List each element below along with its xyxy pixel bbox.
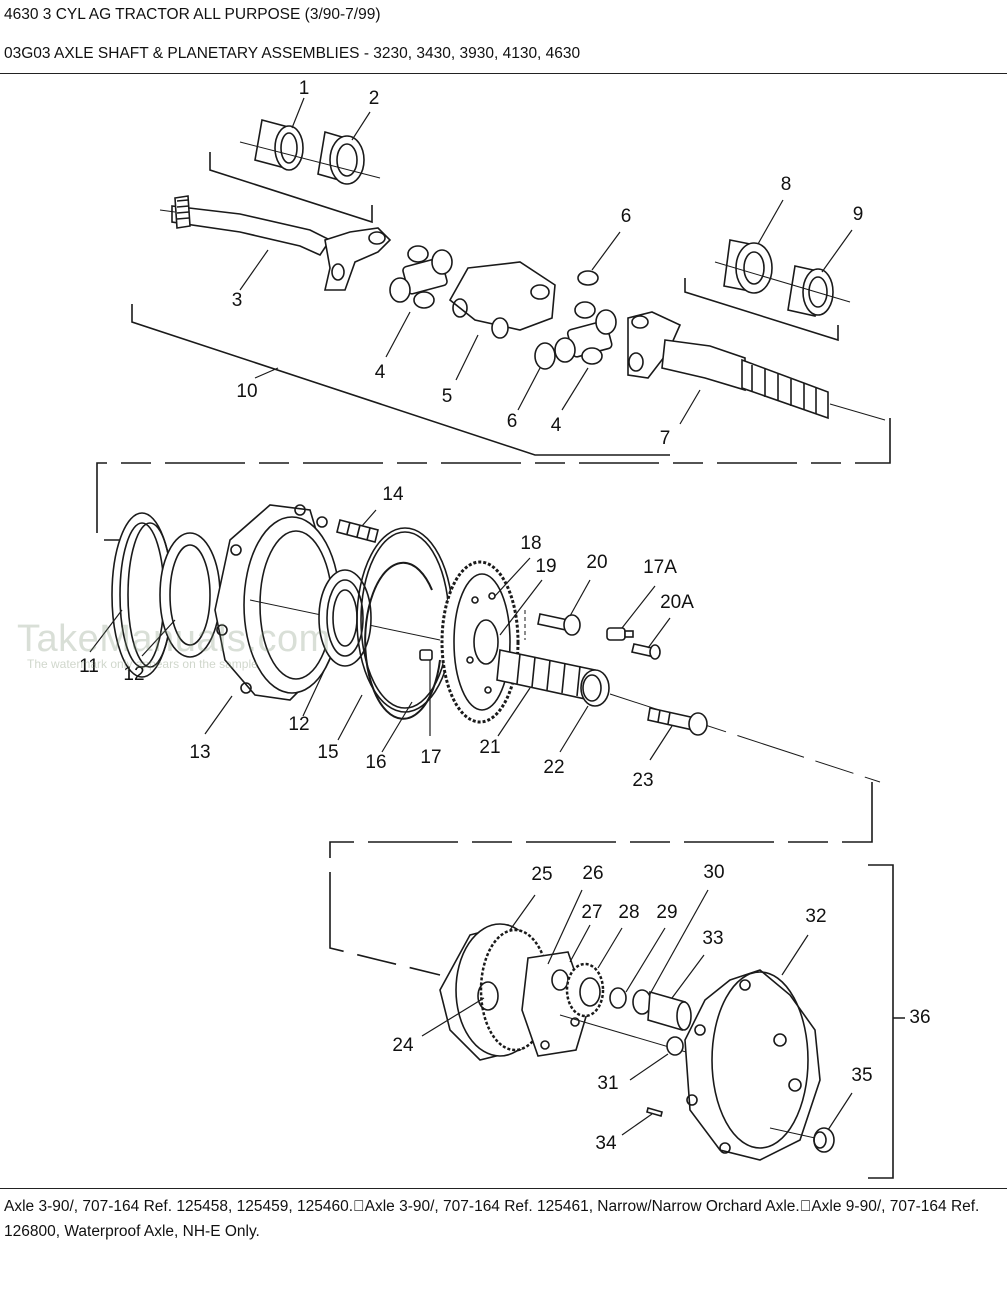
callout-16: 16	[365, 752, 386, 773]
leader-lines	[89, 97, 853, 1136]
callout-14: 14	[382, 484, 404, 505]
callout-25: 25	[531, 864, 552, 885]
callout-30: 30	[703, 862, 724, 883]
callout-29: 29	[656, 902, 677, 923]
header-section-line: 03G03 AXLE SHAFT & PLANETARY ASSEMBLIES …	[4, 45, 581, 62]
planet-gear-28	[565, 962, 605, 1018]
callout-7: 7	[660, 428, 671, 449]
callout-1: 1	[299, 78, 310, 99]
callout-19: 19	[535, 556, 556, 577]
footer-notes: Axle 3-90/, 707-164 Ref. 125458, 125459,…	[4, 1198, 980, 1240]
callout-17: 17	[420, 747, 441, 768]
bracket-36	[868, 864, 905, 1179]
callout-34: 34	[595, 1133, 617, 1154]
callout-36: 36	[909, 1007, 930, 1028]
bearing-2	[317, 130, 365, 185]
callout-10: 10	[236, 381, 257, 402]
header-model-line: 4630 3 CYL AG TRACTOR ALL PURPOSE (3/90-…	[4, 6, 381, 23]
callout-4-upper: 4	[375, 362, 386, 383]
bushing-1	[254, 119, 304, 171]
callout-26: 26	[582, 863, 603, 884]
universal-cross-4-right	[554, 301, 617, 365]
callout-31: 31	[597, 1073, 618, 1094]
callout-12-left: 12	[123, 664, 144, 685]
planet-shaft-33	[647, 990, 692, 1032]
callout-21: 21	[479, 737, 500, 758]
callout-13: 13	[189, 742, 210, 763]
connector-middle-lower	[329, 782, 873, 976]
snap-ring-6-upper	[577, 270, 599, 286]
connector-upper-middle	[96, 418, 891, 541]
callout-23: 23	[632, 770, 653, 791]
callout-4-lower: 4	[551, 415, 562, 436]
callout-20a: 20A	[660, 592, 694, 613]
plug-31	[666, 1036, 684, 1056]
callout-28: 28	[618, 902, 639, 923]
callout-35: 35	[851, 1065, 872, 1086]
cap-22	[580, 669, 610, 707]
washer-29	[609, 987, 627, 1009]
retaining-ring-16	[364, 561, 441, 720]
callout-15: 15	[317, 742, 338, 763]
seal-11	[111, 512, 173, 678]
axle-shaft-7	[627, 311, 886, 421]
bearing-cup-12-left	[159, 532, 221, 658]
callout-32: 32	[805, 906, 826, 927]
snap-ring-6-lower	[534, 342, 556, 370]
footer-divider	[0, 1188, 1007, 1189]
callout-12-right: 12	[288, 714, 309, 735]
bracket-10	[131, 304, 670, 456]
bracket-8-9	[684, 278, 839, 342]
callout-33: 33	[702, 928, 723, 949]
callout-17a: 17A	[643, 557, 677, 578]
callout-18: 18	[520, 533, 541, 554]
header-divider	[0, 73, 1007, 74]
callout-24: 24	[392, 1035, 414, 1056]
axle-shaft-3	[159, 195, 392, 291]
exploded-parts-diagram: 1 2 3 4 5 6 6 4 7 8 9 10 14 11 12 13 12 …	[0, 74, 1007, 1187]
wheel-hub-13	[214, 504, 341, 701]
callout-27: 27	[581, 902, 602, 923]
callout-2: 2	[369, 88, 380, 109]
universal-cross-4-left	[389, 245, 453, 309]
bushing-9	[787, 265, 834, 317]
ring-gear-18	[440, 560, 520, 724]
callout-11: 11	[79, 656, 99, 677]
callout-6-lower: 6	[507, 411, 518, 432]
bracket-1-2	[209, 152, 373, 224]
callout-3: 3	[232, 290, 243, 311]
callout-22: 22	[543, 757, 564, 778]
callout-6-upper: 6	[621, 206, 632, 227]
bolt-20a	[631, 643, 661, 660]
screw-34	[646, 1107, 663, 1117]
plug-35	[813, 1127, 835, 1153]
bolt-20	[537, 613, 581, 636]
wheel-stud-14	[336, 519, 379, 543]
callout-5: 5	[442, 386, 453, 407]
pin-17	[419, 649, 433, 661]
planetary-cover-32	[684, 969, 821, 1161]
callout-9: 9	[853, 204, 864, 225]
fitting-17a	[606, 627, 634, 641]
bolt-23	[647, 707, 708, 736]
callout-8: 8	[781, 174, 792, 195]
callout-20: 20	[586, 552, 607, 573]
spindle-21	[496, 649, 596, 701]
center-yoke-5	[448, 261, 556, 339]
